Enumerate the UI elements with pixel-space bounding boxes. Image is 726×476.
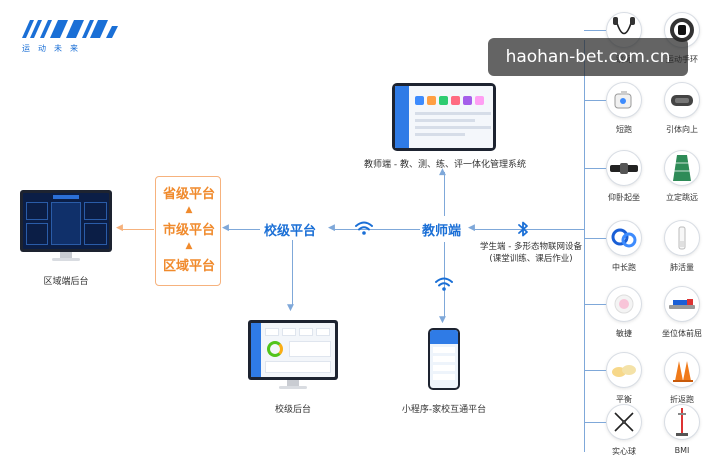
line-school-to-platforms bbox=[228, 229, 260, 230]
equipment-label: 引体向上 bbox=[657, 124, 707, 135]
teacher-tablet-caption: 教师端 - 教、测、练、评一体化管理系统 bbox=[350, 157, 540, 170]
student-devices-caption: 学生端 - 多形态物联网设备 bbox=[476, 240, 586, 252]
equipment-label: 实心球 bbox=[599, 446, 649, 457]
tablet-row bbox=[415, 112, 491, 115]
provincial-platform-label: 省级平台 bbox=[156, 183, 222, 202]
long-jump-mat-icon bbox=[664, 150, 700, 186]
equipment-connector-line bbox=[584, 30, 606, 31]
miniapp-caption: 小程序-家校互通平台 bbox=[390, 402, 498, 415]
backend-stat-card bbox=[316, 328, 330, 336]
district-platform-label: 区域平台 bbox=[156, 255, 222, 274]
equipment-connector-line bbox=[584, 422, 606, 423]
tablet-row bbox=[415, 119, 475, 122]
backend-stat-card bbox=[265, 328, 279, 336]
equipment-label: 坐位体前屈 bbox=[657, 328, 707, 339]
backend-panel bbox=[289, 341, 331, 357]
arrow-left-icon: ◀ bbox=[468, 223, 475, 233]
backend-stat-card bbox=[282, 328, 296, 336]
arrow-up-icon: ▲ bbox=[156, 242, 222, 251]
line-school-to-backend bbox=[292, 240, 293, 306]
backend-stat-card bbox=[299, 328, 313, 336]
school-platform-label: 校级平台 bbox=[264, 220, 316, 239]
dashboard-title-bar bbox=[53, 195, 79, 199]
tablet-tile bbox=[475, 96, 484, 105]
bluetooth-icon bbox=[516, 220, 530, 238]
phone-card bbox=[433, 356, 455, 362]
phone-card bbox=[433, 374, 455, 380]
dashboard-panel bbox=[26, 202, 48, 220]
phone-card bbox=[433, 347, 455, 353]
phone-card bbox=[433, 365, 455, 371]
balance-pods-icon bbox=[606, 352, 642, 388]
tablet-row bbox=[415, 133, 465, 136]
arrow-up-icon: ▲ bbox=[156, 206, 222, 215]
regional-caption: 区域端后台 bbox=[22, 274, 110, 287]
equipment-label: 敏捷 bbox=[599, 328, 649, 339]
running-tag-icon bbox=[606, 220, 642, 256]
student-devices-subcaption: (课堂训练、课后作业) bbox=[476, 252, 586, 264]
equipment-connector-line bbox=[584, 238, 606, 239]
dashboard-panel bbox=[84, 223, 107, 245]
equipment-connector-line bbox=[584, 168, 606, 169]
spirometer-icon bbox=[664, 220, 700, 256]
city-platform-label: 市级平台 bbox=[156, 219, 222, 238]
backend-panel bbox=[265, 361, 331, 373]
arrow-down-icon: ▼ bbox=[287, 303, 294, 313]
wifi-icon bbox=[434, 276, 454, 292]
tablet-tile bbox=[427, 96, 436, 105]
phone-header bbox=[430, 330, 458, 344]
tablet-tile bbox=[451, 96, 460, 105]
medicine-ball-icon bbox=[606, 404, 642, 440]
line-platforms-to-regional bbox=[122, 229, 154, 230]
arrow-down-icon: ▼ bbox=[439, 315, 446, 325]
tablet-row bbox=[415, 126, 491, 129]
tablet-sidebar bbox=[395, 86, 409, 148]
watermark: haohan-bet.com.cn bbox=[488, 38, 688, 76]
brand-logo: 运动未来 bbox=[22, 18, 118, 58]
brand-logo-mark-icon bbox=[22, 18, 118, 40]
arrow-left-icon: ◀ bbox=[116, 223, 123, 233]
equipment-label: 短跑 bbox=[599, 124, 649, 135]
sprint-sensor-icon bbox=[606, 82, 642, 118]
teacher-platform-label: 教师端 bbox=[422, 220, 461, 239]
equipment-label: 仰卧起坐 bbox=[599, 192, 649, 203]
agility-pad-icon bbox=[606, 286, 642, 322]
tablet-tile bbox=[415, 96, 424, 105]
regional-monitor bbox=[20, 190, 112, 252]
platform-hierarchy-box: 省级平台 ▲ 市级平台 ▲ 区域平台 bbox=[155, 176, 221, 286]
dashboard-panel bbox=[84, 202, 107, 220]
backend-donut bbox=[267, 341, 283, 357]
tablet-tile bbox=[439, 96, 448, 105]
equipment-label: BMI bbox=[657, 446, 707, 455]
dashboard-panel bbox=[26, 223, 48, 245]
school-monitor bbox=[248, 320, 338, 380]
pull-up-sensor-icon bbox=[664, 82, 700, 118]
brand-slogan: 运动未来 bbox=[22, 43, 118, 54]
height-scale-icon bbox=[664, 404, 700, 440]
miniapp-phone bbox=[428, 328, 460, 390]
wifi-icon bbox=[354, 220, 374, 236]
monitor-stand-base bbox=[279, 386, 307, 389]
teacher-tablet bbox=[392, 83, 496, 151]
backend-sidebar bbox=[251, 323, 261, 377]
equipment-connector-line bbox=[584, 304, 606, 305]
sit-up-belt-icon bbox=[606, 150, 642, 186]
cones-icon bbox=[664, 352, 700, 388]
dashboard-map bbox=[51, 202, 81, 245]
equipment-connector-line bbox=[584, 100, 606, 101]
arrow-left-icon: ◀ bbox=[328, 223, 335, 233]
tablet-tile bbox=[463, 96, 472, 105]
equipment-label: 中长跑 bbox=[599, 262, 649, 273]
monitor-stand-base bbox=[52, 258, 80, 261]
equipment-label: 立定跳远 bbox=[657, 192, 707, 203]
school-caption: 校级后台 bbox=[248, 402, 338, 415]
arrow-left-icon: ◀ bbox=[222, 223, 229, 233]
equipment-label: 肺活量 bbox=[657, 262, 707, 273]
sit-reach-icon bbox=[664, 286, 700, 322]
equipment-connector-line bbox=[584, 370, 606, 371]
line-teacher-to-tablet bbox=[444, 172, 445, 216]
line-teacher-to-school bbox=[334, 229, 420, 230]
